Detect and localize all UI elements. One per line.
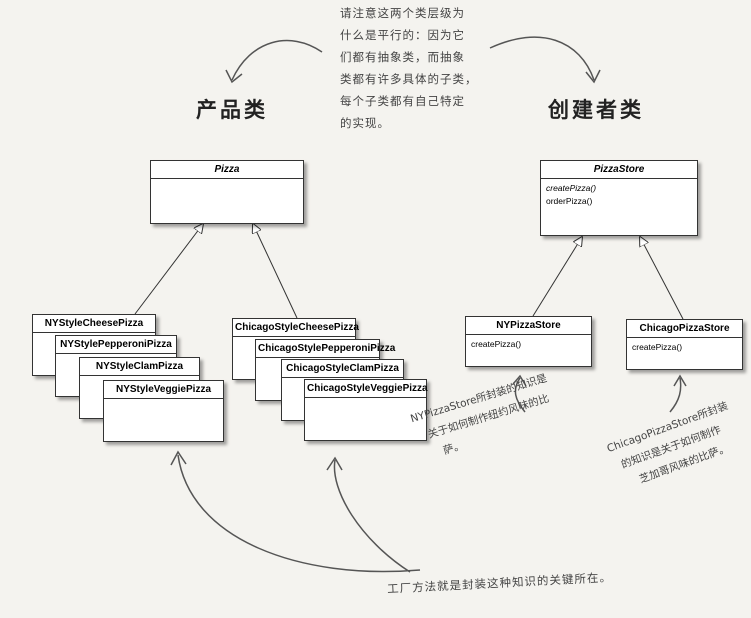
creator-heading: 创建者类 (548, 98, 644, 122)
note-line: 什么是平行的：因为它 (340, 28, 465, 42)
note-line: 每个子类都有自己特定 (340, 94, 465, 108)
class-name: NYStyleVeggiePizza (104, 381, 223, 399)
class-name: NYStyleCheesePizza (33, 315, 155, 333)
class-name: ChicagoStyleClamPizza (282, 360, 403, 378)
class-name: ChicagoStylePepperoniPizza (256, 340, 395, 358)
product-heading: 产品类 (196, 98, 268, 122)
hand-arrows (170, 36, 687, 573)
class-name: ChicagoStyleVeggiePizza (305, 380, 428, 398)
class-ny-veggie: NYStyleVeggiePizza (103, 380, 224, 442)
class-name: NYStyleClamPizza (80, 358, 199, 376)
method: createPizza() (546, 183, 597, 193)
method: orderPizza() (546, 196, 593, 206)
class-name: NYStylePepperoniPizza (56, 336, 176, 354)
note-line: 类都有许多具体的子类， (340, 72, 478, 86)
inherit-chicago-pizza (253, 224, 298, 319)
inherit-ny-pizza (134, 224, 203, 315)
note-line: 的实现。 (340, 116, 390, 130)
class-name: ChicagoPizzaStore (627, 320, 742, 338)
class-nypizzastore: NYPizzaStore createPizza() (465, 316, 592, 367)
note-line: 请注意这两个类层级为 (340, 6, 465, 20)
parallel-hierarchy-note: 请注意这两个类层级为 什么是平行的：因为它 们都有抽象类，而抽象 类都有许多具体… (340, 2, 490, 134)
class-pizzastore: PizzaStore createPizza() orderPizza() (540, 160, 698, 236)
class-name: NYPizzaStore (466, 317, 591, 335)
class-pizza: Pizza (150, 160, 304, 224)
class-name: ChicagoStyleCheesePizza (233, 319, 359, 337)
inherit-nystore (532, 237, 582, 317)
class-chicagopizzastore: ChicagoPizzaStore createPizza() (626, 319, 743, 370)
method: createPizza() (471, 339, 522, 349)
class-name: PizzaStore (541, 161, 697, 179)
inherit-chicagostore (640, 237, 684, 320)
note-line: 们都有抽象类，而抽象 (340, 50, 465, 64)
class-chicago-veggie: ChicagoStyleVeggiePizza (304, 379, 428, 441)
class-name: Pizza (151, 161, 303, 179)
method: createPizza() (632, 342, 683, 352)
